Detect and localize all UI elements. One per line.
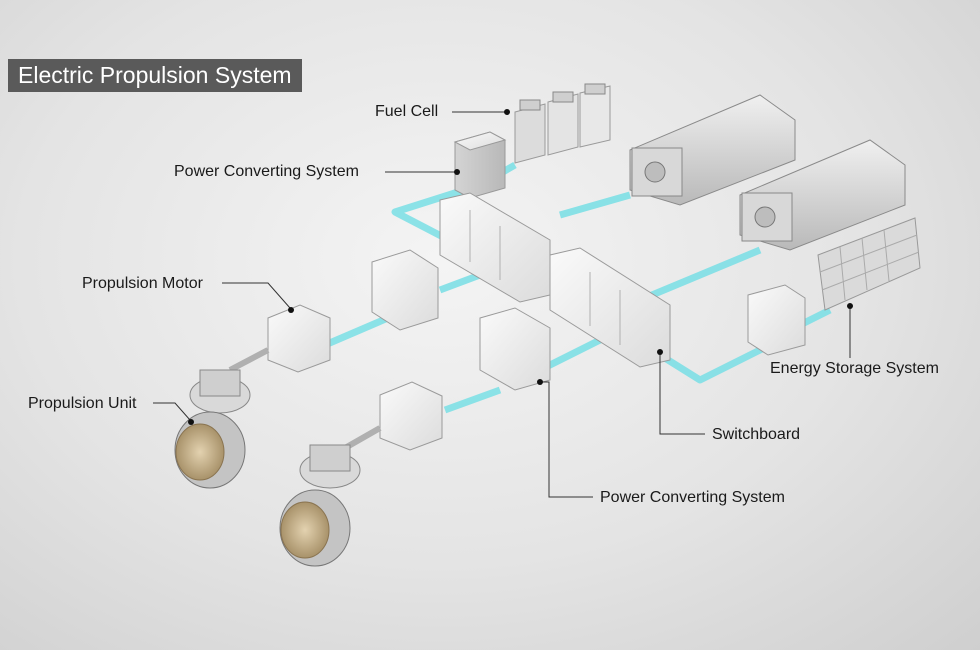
label-energy-storage: Energy Storage System	[770, 360, 939, 377]
label-power-converting-bottom: Power Converting System	[600, 489, 785, 506]
shaft-2	[343, 425, 382, 451]
label-fuel-cell: Fuel Cell	[375, 103, 439, 120]
propulsion-motor-1	[267, 304, 331, 373]
engine-1	[629, 94, 796, 206]
fuel-cell-stack	[514, 83, 611, 164]
engine-2	[739, 139, 906, 251]
battery-rack	[817, 217, 921, 311]
propulsion-unit-2	[279, 444, 361, 567]
page-title: Electric Propulsion System	[8, 59, 302, 92]
propulsion-motor-2	[379, 381, 443, 451]
label-propulsion-motor: Propulsion Motor	[82, 275, 203, 292]
propulsion-unit-1	[174, 369, 251, 489]
power-converter-middle	[371, 249, 439, 331]
label-switchboard: Switchboard	[712, 426, 801, 443]
leader-lines	[153, 111, 851, 498]
power-converter-top	[453, 131, 507, 199]
energy-converter	[747, 284, 806, 356]
label-propulsion-unit: Propulsion Unit	[28, 395, 137, 412]
power-converter-bottom	[479, 307, 551, 391]
shaft-1	[228, 347, 270, 373]
label-power-converting-top: Power Converting System	[174, 163, 359, 180]
switchboard	[439, 192, 671, 368]
leader-dots	[188, 109, 853, 425]
